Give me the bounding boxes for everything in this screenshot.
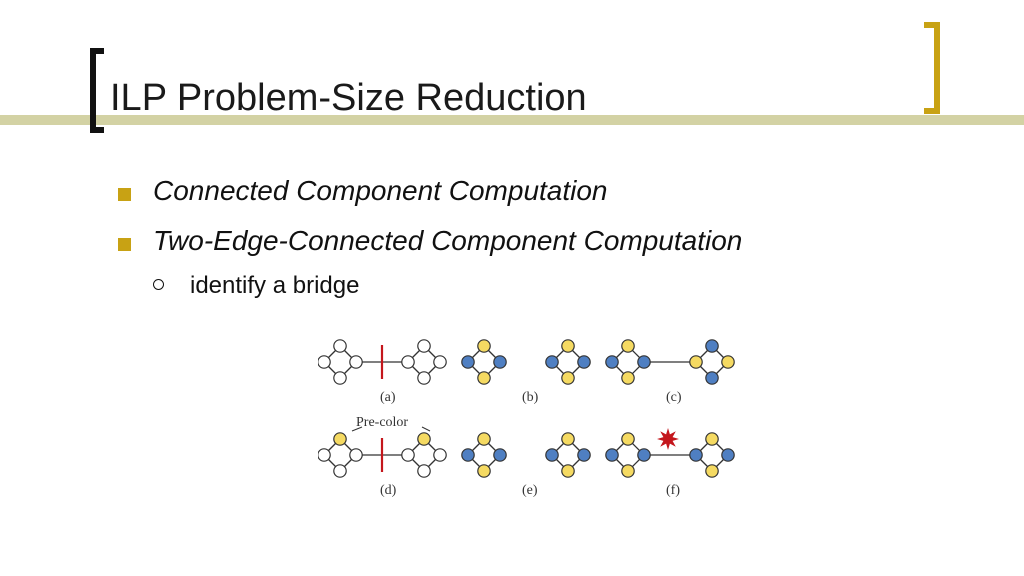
graph-node	[433, 448, 447, 462]
graph-node	[561, 371, 575, 385]
graph-node	[318, 355, 331, 369]
graph-node	[349, 355, 363, 369]
graph-node	[545, 448, 559, 462]
graph-node	[477, 339, 491, 353]
graph-node	[333, 371, 347, 385]
graph-node	[705, 464, 719, 478]
graph-node	[417, 371, 431, 385]
graph-node	[333, 464, 347, 478]
graph-node	[349, 448, 363, 462]
graph-node	[461, 355, 475, 369]
graph-node	[637, 355, 651, 369]
left-bracket-decoration	[90, 48, 104, 133]
graph-node	[577, 355, 591, 369]
precolor-label: Pre-color	[356, 415, 408, 430]
graph-node	[705, 432, 719, 446]
graph-node	[561, 339, 575, 353]
conflict-burst-icon	[657, 428, 679, 450]
graph-node	[689, 355, 703, 369]
graph-node	[333, 339, 347, 353]
graph-node	[401, 448, 415, 462]
bullet-connected-component: Connected Component Computation	[153, 175, 608, 206]
bridge-graph-figure: Pre-color (a) (b) (c) (d) (e) (f)	[318, 339, 735, 498]
caption-e: (e)	[522, 483, 538, 498]
precolor-annotation: Pre-color	[351, 415, 431, 432]
graph-node	[721, 355, 735, 369]
graph-node	[705, 371, 719, 385]
graph-node	[477, 371, 491, 385]
caption-c: (c)	[666, 390, 682, 405]
caption-b: (b)	[522, 390, 539, 405]
graph-node	[333, 432, 347, 446]
slide-title: ILP Problem-Size Reduction	[110, 77, 587, 119]
right-bracket-decoration	[924, 22, 940, 114]
graph-node	[605, 355, 619, 369]
sub-bullet-circle-icon	[153, 279, 164, 290]
graph-node	[417, 339, 431, 353]
graph-node	[493, 448, 507, 462]
graph-node	[705, 339, 719, 353]
graph-node	[637, 448, 651, 462]
bullet-two-edge-connected: Two-Edge-Connected Component Computation	[153, 225, 743, 256]
graph-node	[545, 355, 559, 369]
graph-node	[318, 448, 331, 462]
graph-node	[477, 464, 491, 478]
graph-node	[577, 448, 591, 462]
graph-node	[621, 339, 635, 353]
graph-node	[417, 464, 431, 478]
precolor-arrow-right	[421, 426, 431, 432]
precolor-arrow-left	[351, 426, 363, 432]
caption-f: (f)	[666, 483, 680, 498]
graph-node	[417, 432, 431, 446]
graph-node	[493, 355, 507, 369]
sub-bullet-identify-bridge: identify a bridge	[190, 272, 360, 299]
graph-node	[689, 448, 703, 462]
graph-node	[461, 448, 475, 462]
graph-node	[621, 464, 635, 478]
graph-node	[621, 371, 635, 385]
graph-node	[401, 355, 415, 369]
bullet-square-icon	[118, 238, 131, 251]
title-underline-bar	[0, 115, 1024, 125]
graph-node	[561, 464, 575, 478]
graph-panels	[318, 339, 735, 478]
graph-node	[477, 432, 491, 446]
graph-node	[561, 432, 575, 446]
graph-node	[605, 448, 619, 462]
graph-node	[721, 448, 735, 462]
graph-node	[621, 432, 635, 446]
caption-d: (d)	[380, 483, 397, 498]
graph-node	[433, 355, 447, 369]
caption-a: (a)	[380, 390, 396, 405]
bullet-square-icon	[118, 188, 131, 201]
